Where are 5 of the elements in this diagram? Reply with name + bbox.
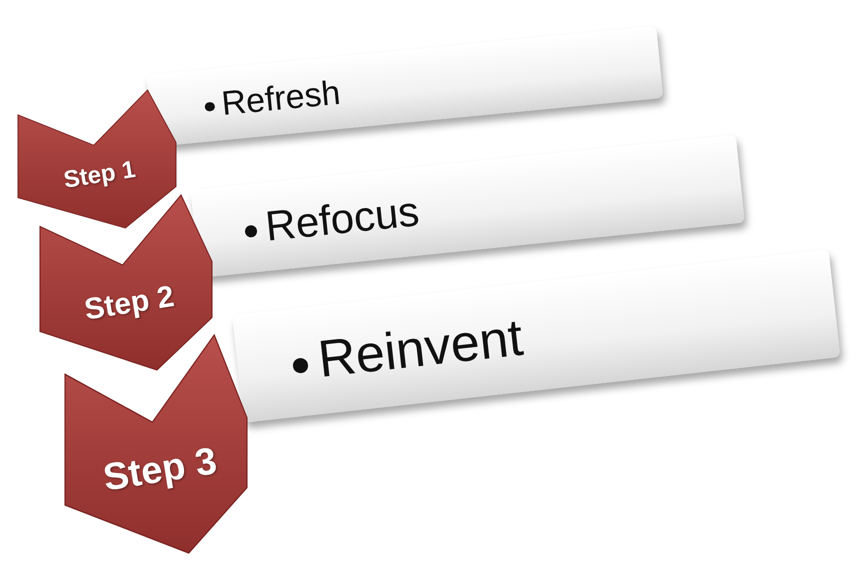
bullet-text: Reinvent (289, 308, 526, 393)
step-label: Step 3 (100, 440, 220, 500)
bullet-text: Refresh (202, 73, 342, 126)
step-label: Step 1 (62, 156, 138, 195)
step-label: Step 2 (82, 279, 176, 328)
